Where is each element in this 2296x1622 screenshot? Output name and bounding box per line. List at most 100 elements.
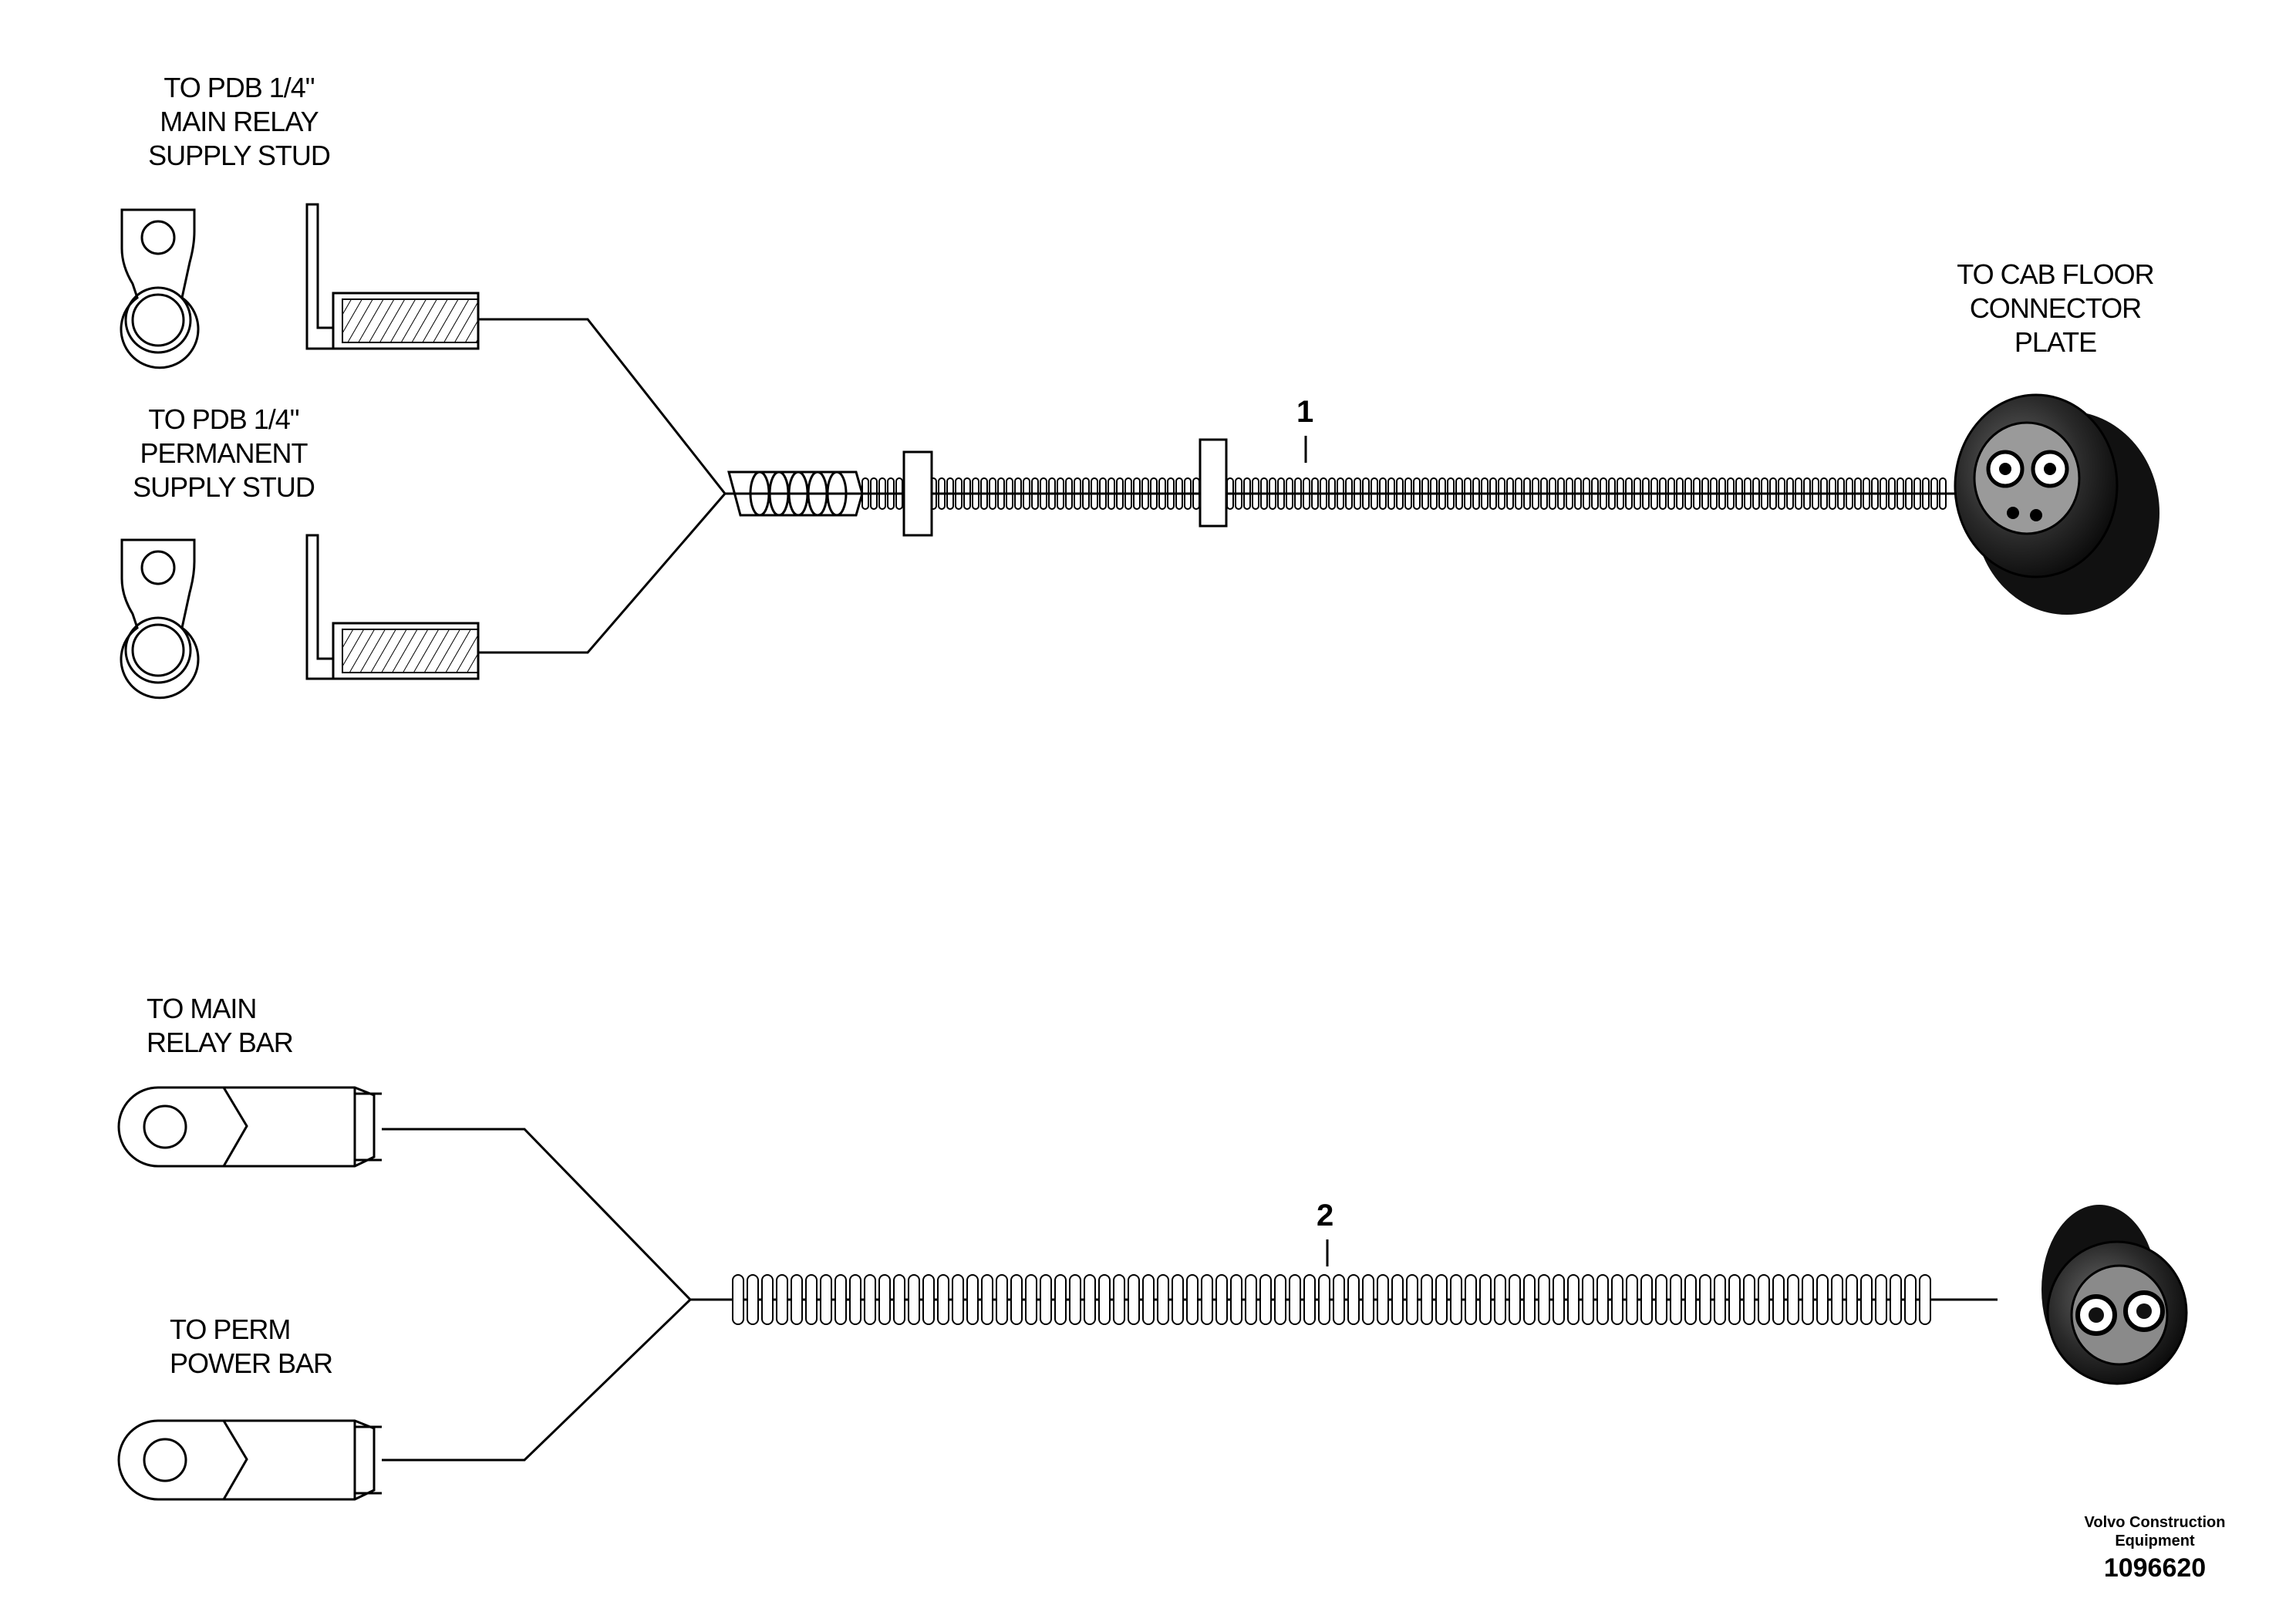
- conduit-rib: [1184, 477, 1192, 510]
- conduit-rib: [1600, 477, 1607, 510]
- conduit-rib: [1896, 477, 1904, 510]
- conduit-rib: [1667, 477, 1675, 510]
- conduit-rib: [1252, 477, 1259, 510]
- conduit-rib: [1829, 477, 1836, 510]
- conduit-rib: [1557, 477, 1565, 510]
- conduit-rib: [1743, 1274, 1755, 1325]
- conduit-rib: [1574, 477, 1582, 510]
- conduit-rib: [1406, 1274, 1418, 1325]
- conduit-rib: [870, 477, 878, 510]
- conduit-rib: [1057, 477, 1064, 510]
- conduit-rib: [1289, 1274, 1301, 1325]
- conduit-rib: [996, 1274, 1008, 1325]
- brand-name-line1: Volvo Construction: [2084, 1514, 2226, 1531]
- conduit-rib: [1617, 477, 1624, 510]
- conduit-rib: [1150, 477, 1158, 510]
- conduit-rib: [1626, 1274, 1638, 1325]
- conduit-rib: [1498, 477, 1505, 510]
- label-main-relay-bar: TO MAIN RELAY BAR: [147, 993, 294, 1058]
- conduit-rib: [1509, 1274, 1521, 1325]
- conduit-rib: [1744, 477, 1752, 510]
- conduit-rib: [747, 1274, 759, 1325]
- conduit-rib: [1048, 477, 1056, 510]
- label-perm-power-bar: TO PERM POWER BAR: [170, 1313, 333, 1379]
- conduit-rib: [1362, 477, 1370, 510]
- conduit-rib: [1640, 1274, 1653, 1325]
- conduit-rib: [1831, 1274, 1843, 1325]
- conduit-rib: [1532, 477, 1539, 510]
- ring-terminal-permanent-front: [120, 538, 200, 700]
- conduit-rib: [1489, 477, 1497, 510]
- conduit-rib: [1735, 477, 1743, 510]
- conduit-rib: [1939, 477, 1947, 510]
- conduit-rib: [1455, 477, 1463, 510]
- conduit-rib: [1303, 1274, 1316, 1325]
- conduit-rib: [966, 1274, 979, 1325]
- conduit-rib: [1710, 477, 1718, 510]
- conduit-rib: [1108, 477, 1115, 510]
- conduit-rib: [1888, 477, 1896, 510]
- conduit-rib: [1922, 477, 1930, 510]
- conduit-rib: [1141, 477, 1149, 510]
- conduit-rib: [952, 1274, 964, 1325]
- conduit-rib: [1175, 477, 1183, 510]
- conduit-rib: [1871, 477, 1879, 510]
- conduit-rib: [1659, 477, 1667, 510]
- conduit-rib: [1728, 1274, 1741, 1325]
- conduit-rib: [1040, 1274, 1052, 1325]
- conduit-rib: [1727, 477, 1735, 510]
- conduit-rib: [805, 1274, 818, 1325]
- conduit-rib: [1642, 477, 1650, 510]
- conduit-rib: [1583, 477, 1590, 510]
- conduit-rib: [1472, 477, 1480, 510]
- conduit-rib: [1718, 477, 1726, 510]
- conduit-rib: [1243, 477, 1251, 510]
- label-permanent-supply-stud: TO PDB 1/4" PERMANENT SUPPLY STUD: [133, 403, 315, 503]
- conduit-rib: [1752, 477, 1760, 510]
- conduit-rib: [938, 477, 946, 510]
- conduit-rib: [1371, 477, 1378, 510]
- conduit-rib: [1318, 1274, 1330, 1325]
- conduit-rib: [1337, 477, 1344, 510]
- conduit-rib: [972, 477, 979, 510]
- conduit-rib: [1098, 1274, 1111, 1325]
- conduit-rib: [1396, 477, 1404, 510]
- harness-1-conduit: [861, 477, 1947, 510]
- conduit-rib: [1404, 477, 1412, 510]
- conduit-rib: [1006, 477, 1013, 510]
- conduit-rib: [1919, 1274, 1931, 1325]
- conduit-rib: [1465, 1274, 1477, 1325]
- power-bar-round-connector: [2041, 1205, 2188, 1385]
- ring-terminal-main-relay-side: [305, 203, 480, 350]
- conduit-rib: [1515, 477, 1522, 510]
- conduit-rib: [1421, 1274, 1433, 1325]
- conduit-rib: [1054, 1274, 1067, 1325]
- conduit-rib: [1670, 1274, 1682, 1325]
- conduit-rib: [1084, 1274, 1096, 1325]
- conduit-rib: [1566, 477, 1573, 510]
- conduit-rib: [1772, 1274, 1785, 1325]
- conduit-rib: [1860, 1274, 1873, 1325]
- conduit-rib: [1549, 477, 1556, 510]
- conduit-rib: [1464, 477, 1472, 510]
- conduit-rib: [1345, 477, 1353, 510]
- conduit-rib: [1714, 1274, 1726, 1325]
- conduit-rib: [1113, 1274, 1125, 1325]
- conduit-rib: [1812, 477, 1819, 510]
- conduit-rib: [1215, 1274, 1228, 1325]
- conduit-rib: [1025, 1274, 1037, 1325]
- conduit-rib: [1676, 477, 1684, 510]
- harness-1-wires: [478, 318, 1974, 654]
- harness-1-spiral-wrap: [727, 470, 864, 517]
- conduit-rib: [1769, 477, 1777, 510]
- conduit-rib: [1023, 477, 1030, 510]
- conduit-rib: [1494, 1274, 1506, 1325]
- conduit-rib: [1608, 477, 1616, 510]
- conduit-rib: [1274, 1274, 1286, 1325]
- conduit-rib: [1230, 1274, 1242, 1325]
- conduit-rib: [1795, 477, 1802, 510]
- harness-1-clamp-2: [1199, 438, 1228, 528]
- conduit-rib: [1786, 477, 1794, 510]
- conduit-rib: [834, 1274, 847, 1325]
- conduit-rib: [1447, 477, 1455, 510]
